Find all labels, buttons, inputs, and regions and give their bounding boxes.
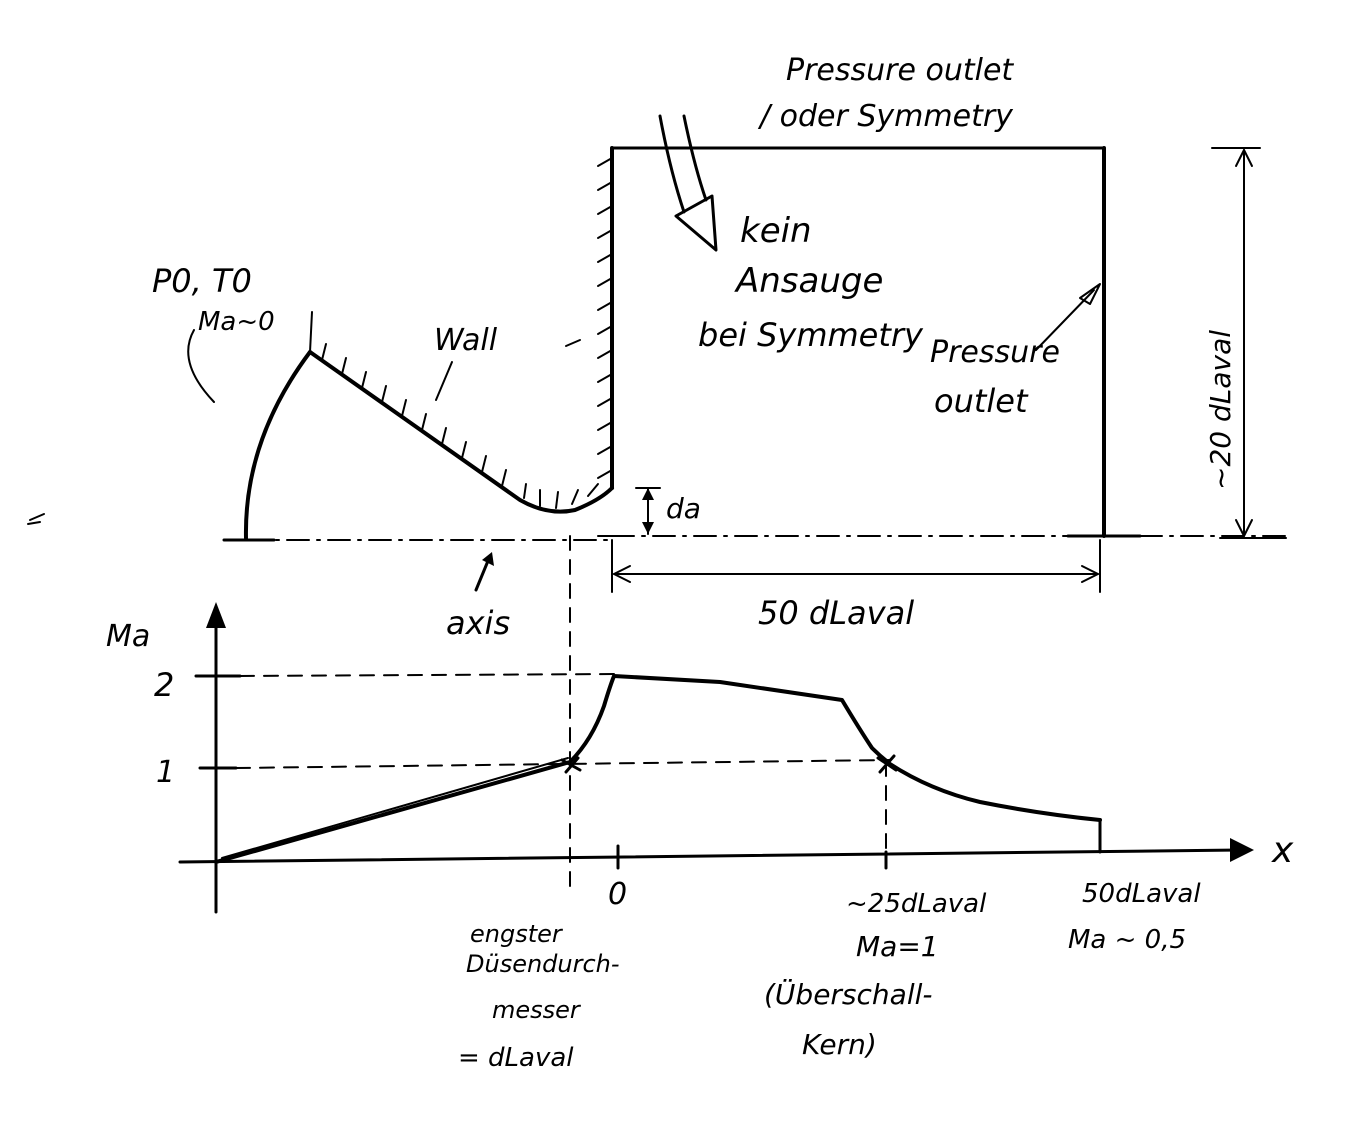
kein-label-2: Ansauge: [734, 261, 883, 301]
plot-tick-label-1: 1: [156, 755, 175, 790]
stray-mark: [29, 513, 45, 521]
guide-ma1: [235, 759, 891, 769]
guide-ma2: [239, 673, 621, 677]
tick-25-line-3: (Überschall-: [764, 977, 932, 1011]
plot-tick-label-2: 2: [154, 666, 174, 704]
pressure-outlet-label-1: Pressure: [930, 335, 1060, 370]
curved-arrow-head: [674, 194, 718, 252]
throat-label-1: engster: [470, 920, 564, 948]
width-arrow-right: [1081, 565, 1099, 583]
bc-top-label-2: / oder Symmetry: [757, 99, 1014, 134]
inlet-label-2: Ma~0: [198, 307, 275, 337]
wall-pointer: [435, 361, 453, 401]
axis-pointer-head: [482, 552, 494, 566]
throat-label-3: messer: [492, 996, 582, 1024]
curved-arrow-left: [658, 114, 686, 214]
inlet-top-tick: [309, 311, 313, 353]
curved-arrow-right: [682, 114, 708, 202]
nozzle-inlet-curve: [243, 350, 312, 540]
wall-label: Wall: [434, 323, 498, 358]
stray-mark: [27, 521, 41, 525]
da-label: da: [666, 492, 701, 525]
width-arrow-left: [613, 565, 631, 583]
domain-wall-hatching: [565, 157, 613, 479]
kein-label-3: bei Symmetry: [698, 316, 924, 354]
plot-y-axis-arrow: [206, 602, 226, 628]
height-arrow-down: [1235, 519, 1253, 537]
width-dim-label: 50 dLaval: [758, 594, 914, 632]
pressure-outlet-label-2: outlet: [934, 382, 1029, 420]
nozzle-wall: [308, 350, 614, 514]
plot-y-label: Ma: [106, 619, 150, 654]
mach-curve-retrace: [221, 757, 569, 859]
plot-x-axis: [178, 848, 1242, 864]
mach-curve: [214, 674, 1102, 864]
tick-25-line-2: Ma=1: [856, 930, 939, 963]
throat-label-2: Düsendurch-: [466, 950, 620, 978]
plot-x-label: x: [1271, 830, 1294, 871]
throat-label-4: = dLaval: [458, 1043, 574, 1073]
tick-25-line-1: ~25dLaval: [846, 889, 987, 919]
bc-top-label-1: Pressure outlet: [786, 53, 1014, 88]
nozzle-wall-hatching: [321, 343, 599, 509]
inlet-pointer: [187, 329, 215, 403]
throat-point-mark: [560, 756, 582, 774]
tick-50-line-1: 50dLaval: [1082, 879, 1201, 909]
tick-25-line-4: Kern): [802, 1028, 877, 1061]
outlet-pointer-head: [1079, 283, 1101, 305]
kein-label-1: kein: [740, 211, 812, 251]
da-arrow-down: [642, 522, 654, 534]
da-arrow-up: [642, 488, 654, 500]
inlet-label-1: P0, T0: [152, 262, 252, 300]
plot-x-axis-arrow: [1230, 838, 1254, 862]
plot-tick-label-0: 0: [608, 877, 627, 912]
ma1-point-mark: [876, 754, 898, 774]
height-dim-label: ~20 dLaval: [1204, 330, 1237, 490]
axis-label: axis: [446, 604, 510, 642]
tick-50-line-2: Ma ~ 0,5: [1068, 925, 1186, 955]
height-arrow-up: [1235, 149, 1253, 167]
